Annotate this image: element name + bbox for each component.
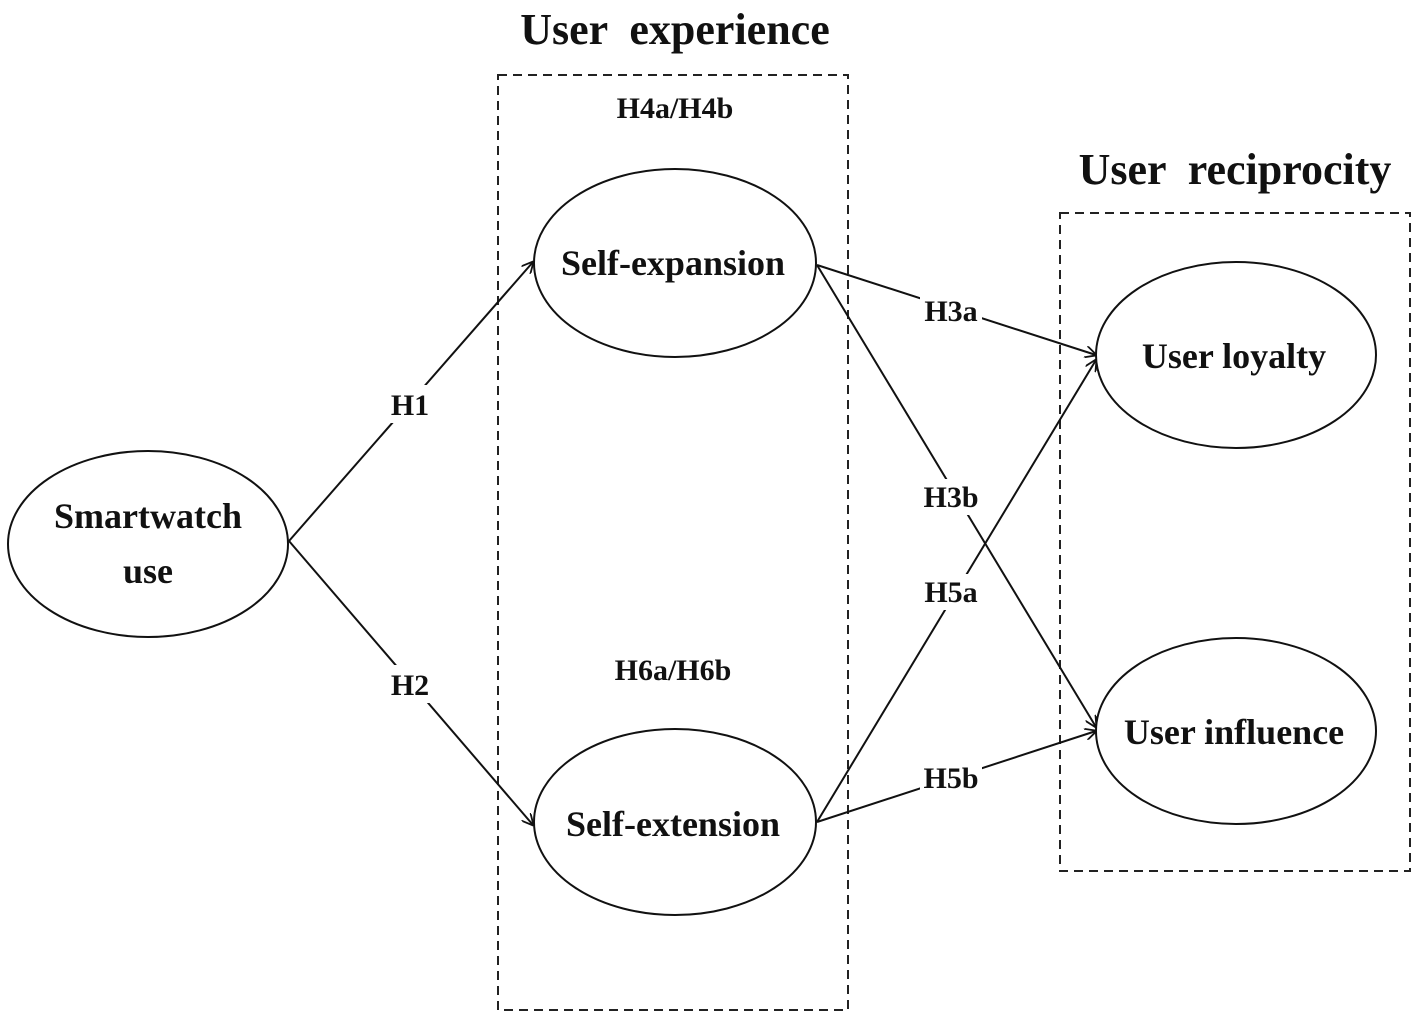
user-experience-box	[497, 74, 849, 1011]
user-reciprocity-title: User reciprocity	[1079, 145, 1392, 194]
hypothesis-h5b-label: H5b	[923, 762, 978, 795]
hypothesis-h3a-label: H3a	[924, 295, 977, 328]
self-extension-label: Self-extension	[566, 804, 780, 844]
hypothesis-h1-label: H1	[391, 389, 429, 422]
node-self-extension: Self-extension	[533, 728, 817, 916]
user-experience-title: User experience	[520, 5, 830, 54]
hypothesis-h4-label: H4a/H4b	[617, 92, 734, 125]
hypothesis-h6-label: H6a/H6b	[615, 654, 732, 687]
user-influence-label: User influence	[1124, 712, 1344, 752]
user-loyalty-label: User loyalty	[1142, 336, 1326, 376]
hypothesis-h3b-label: H3b	[923, 481, 978, 514]
node-user-influence: User influence	[1095, 637, 1377, 825]
hypothesis-h2-label: H2	[391, 669, 429, 702]
node-smartwatch-use: Smartwatch use	[7, 450, 289, 638]
self-expansion-label: Self-expansion	[561, 243, 785, 283]
node-self-expansion: Self-expansion	[533, 168, 817, 358]
smartwatch-use-label-line1: Smartwatch	[54, 496, 242, 536]
smartwatch-use-label-line2: use	[123, 551, 173, 591]
user-reciprocity-box	[1059, 212, 1411, 872]
hypothesis-h5a-label: H5a	[924, 576, 977, 609]
node-user-loyalty: User loyalty	[1095, 261, 1377, 449]
